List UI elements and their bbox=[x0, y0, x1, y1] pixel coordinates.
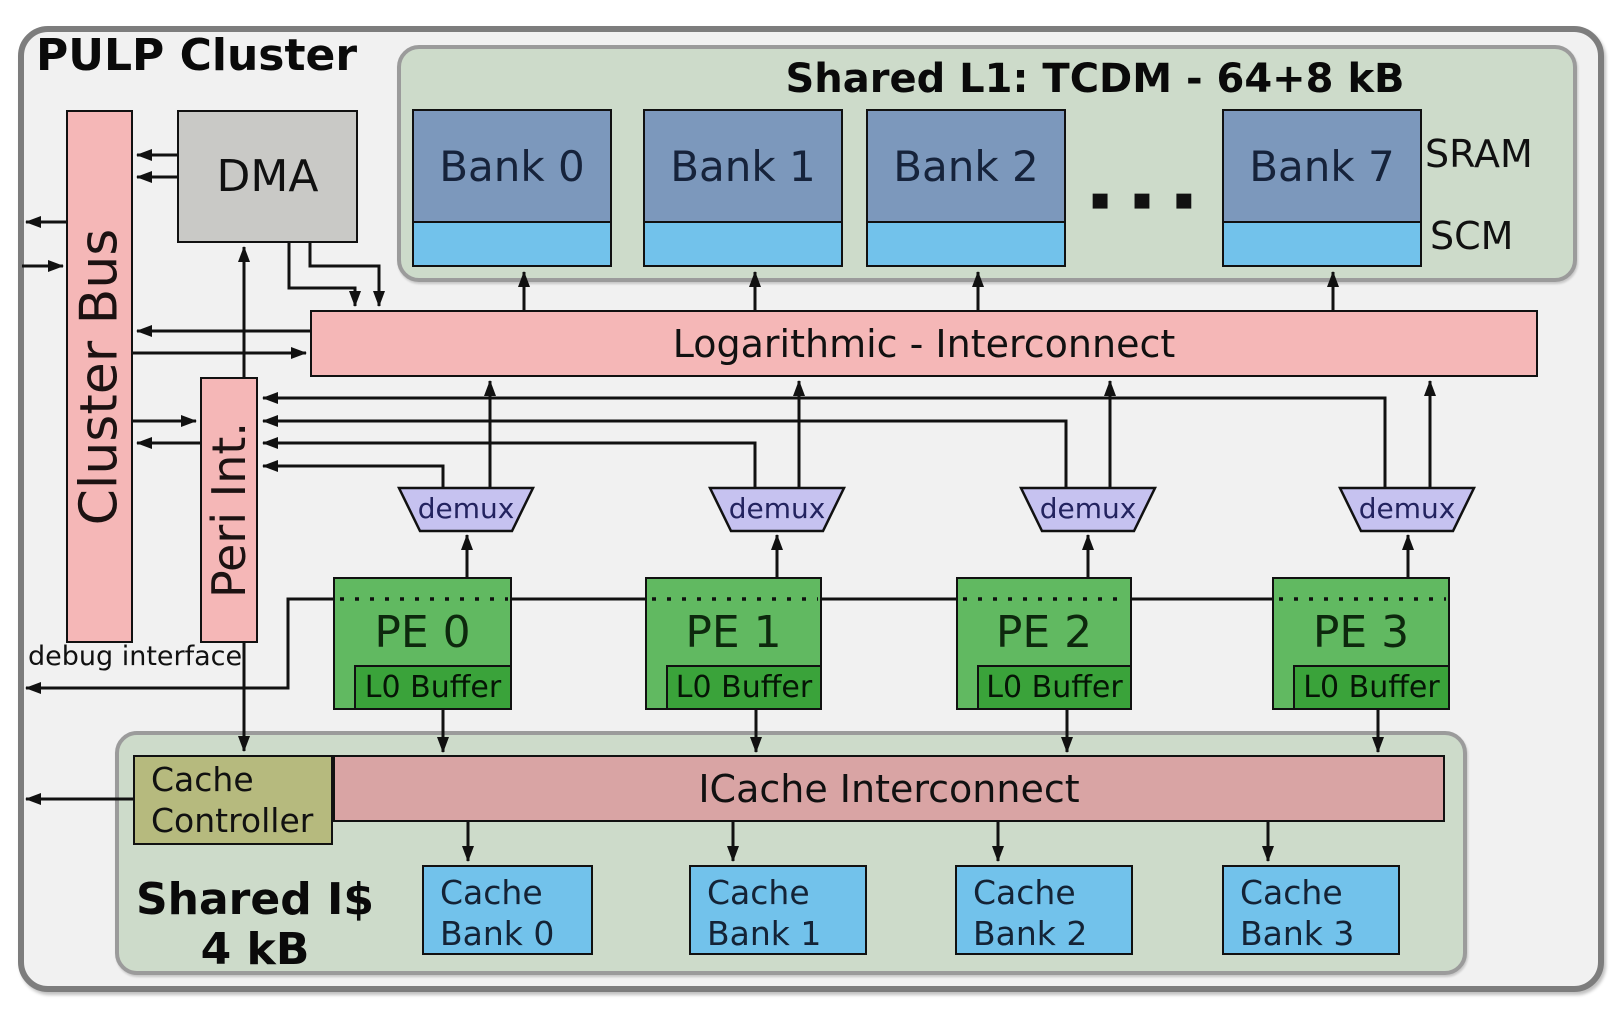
demux-3-label: demux bbox=[1358, 492, 1456, 525]
l0-buffer-3: L0 Buffer bbox=[1293, 665, 1450, 710]
peri-int: Peri Int. bbox=[200, 377, 258, 643]
bank-0-label: Bank 0 bbox=[414, 111, 610, 223]
cache-controller: Cache Controller bbox=[133, 755, 333, 845]
demux-2-label: demux bbox=[1039, 492, 1137, 525]
cluster-bus: Cluster Bus bbox=[66, 110, 133, 643]
dma-label: DMA bbox=[216, 151, 319, 202]
ellipsis-dots: ▪ ▪ ▪ bbox=[1089, 182, 1201, 217]
cache-bank-0: Cache Bank 0 bbox=[422, 865, 593, 955]
bank-2: Bank 2 bbox=[866, 109, 1066, 267]
pulp-cluster-title: PULP Cluster bbox=[36, 30, 358, 81]
l0-buffer-2-label: L0 Buffer bbox=[986, 670, 1123, 705]
logarithmic-interconnect-label: Logarithmic - Interconnect bbox=[672, 321, 1176, 366]
shared-icache-title-line1: Shared I$ bbox=[135, 874, 375, 925]
bank-0-scm bbox=[414, 223, 610, 265]
cache-bank-0-line1: Cache bbox=[440, 873, 543, 912]
logarithmic-interconnect: Logarithmic - Interconnect bbox=[310, 310, 1538, 377]
pe-2-label: PE 2 bbox=[995, 607, 1093, 658]
sram-label: SRAM bbox=[1425, 132, 1533, 176]
l0-buffer-0-label: L0 Buffer bbox=[364, 670, 502, 705]
cluster-bus-label: Cluster Bus bbox=[69, 228, 130, 525]
pe-3-label: PE 3 bbox=[1312, 607, 1410, 658]
l0-buffer-2: L0 Buffer bbox=[977, 665, 1132, 710]
cache-bank-0-line2: Bank 0 bbox=[440, 914, 555, 953]
peri-int-label: Peri Int. bbox=[202, 421, 256, 599]
scm-label: SCM bbox=[1430, 214, 1514, 258]
l0-buffer-1: L0 Buffer bbox=[666, 665, 822, 710]
cache-bank-1: Cache Bank 1 bbox=[689, 865, 867, 955]
pe-1-label: PE 1 bbox=[685, 607, 782, 658]
tcdm-title: Shared L1: TCDM - 64+8 kB bbox=[785, 56, 1405, 102]
icache-interconnect: ICache Interconnect bbox=[333, 755, 1445, 822]
cache-bank-3: Cache Bank 3 bbox=[1222, 865, 1400, 955]
demux-0-label: demux bbox=[417, 492, 515, 525]
bank-7: Bank 7 bbox=[1222, 109, 1422, 267]
bank-7-label: Bank 7 bbox=[1224, 111, 1420, 223]
bank-1-scm bbox=[645, 223, 841, 265]
dma-box: DMA bbox=[177, 110, 358, 243]
cache-controller-line2: Controller bbox=[151, 801, 314, 840]
bank-7-scm bbox=[1224, 223, 1420, 265]
cache-bank-2-line2: Bank 2 bbox=[973, 914, 1088, 953]
bank-0: Bank 0 bbox=[412, 109, 612, 267]
cache-bank-3-line2: Bank 3 bbox=[1240, 914, 1355, 953]
cache-bank-2: Cache Bank 2 bbox=[955, 865, 1133, 955]
pe-0-label: PE 0 bbox=[374, 607, 471, 658]
debug-interface-label: debug interface bbox=[28, 641, 243, 672]
bank-2-label: Bank 2 bbox=[868, 111, 1064, 223]
cache-bank-1-line2: Bank 1 bbox=[707, 914, 822, 953]
l0-buffer-1-label: L0 Buffer bbox=[675, 670, 813, 705]
icache-interconnect-label: ICache Interconnect bbox=[698, 766, 1080, 811]
demux-1-label: demux bbox=[728, 492, 826, 525]
cache-controller-line1: Cache bbox=[151, 760, 254, 799]
cache-bank-2-line1: Cache bbox=[973, 873, 1076, 912]
cache-bank-1-line1: Cache bbox=[707, 873, 810, 912]
cache-bank-3-line1: Cache bbox=[1240, 873, 1343, 912]
l0-buffer-0: L0 Buffer bbox=[354, 665, 512, 710]
l0-buffer-3-label: L0 Buffer bbox=[1303, 670, 1440, 705]
bank-2-scm bbox=[868, 223, 1064, 265]
shared-icache-title-line2: 4 kB bbox=[200, 924, 310, 975]
bank-1-label: Bank 1 bbox=[645, 111, 841, 223]
bank-1: Bank 1 bbox=[643, 109, 843, 267]
